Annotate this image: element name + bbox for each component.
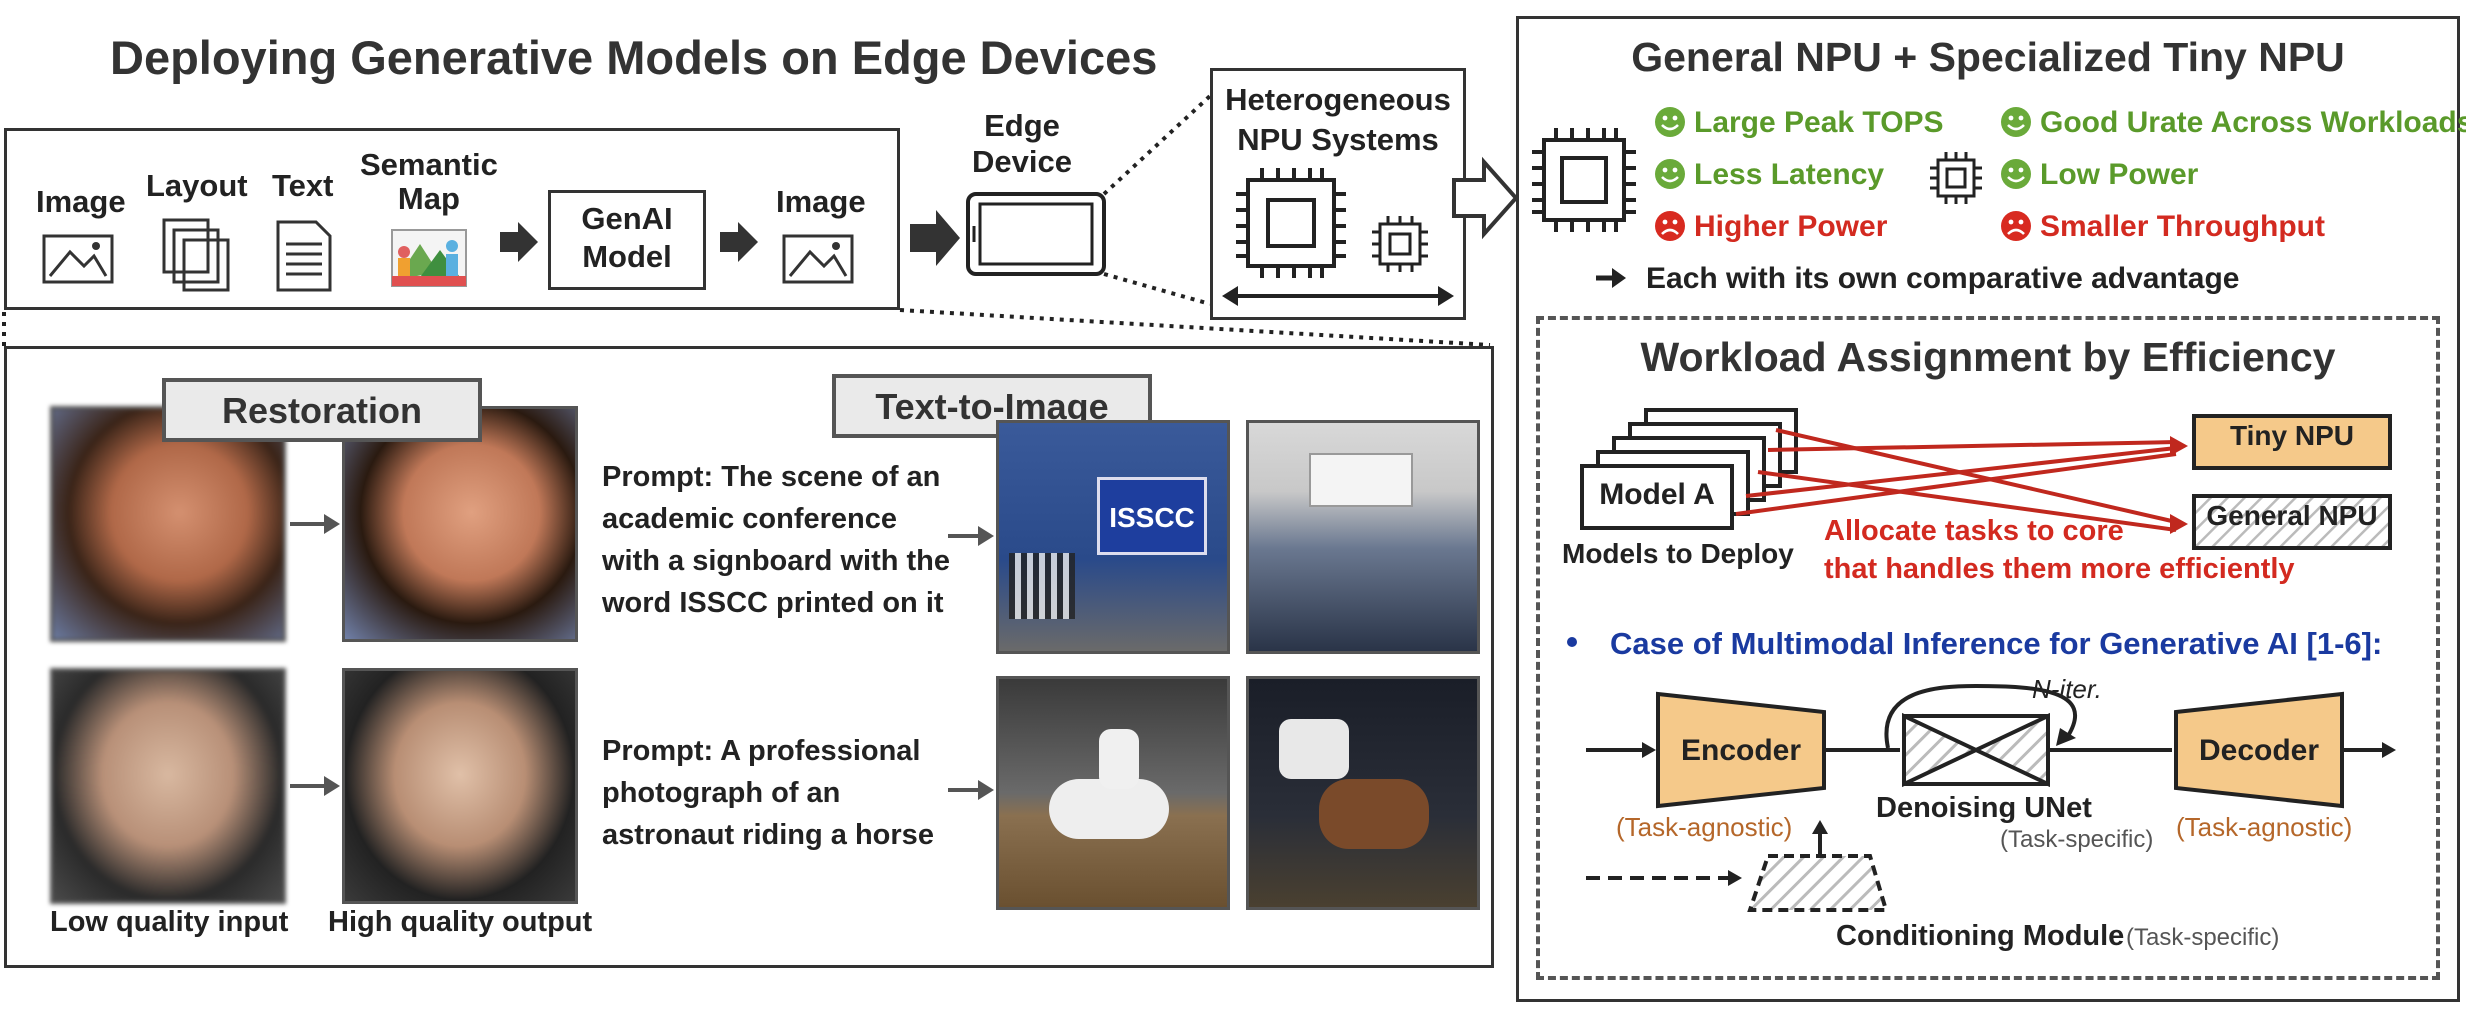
npu-chips-graphic <box>1222 168 1454 306</box>
input-text-label: Text <box>272 168 334 203</box>
tiny-pro-2: Low Power <box>2040 158 2199 191</box>
frown-icon <box>2001 211 2031 241</box>
general-pro-1: Large Peak TOPS <box>1694 106 1944 139</box>
tiny-npu-label: Tiny NPU <box>2230 420 2354 451</box>
conditioning-shape <box>1747 854 1889 912</box>
image-icon <box>42 234 114 284</box>
unet-label: Denoising UNet <box>1876 792 2092 824</box>
small-chip-icon <box>1372 216 1428 272</box>
restoration-title: Restoration <box>221 390 423 431</box>
tiny-con-1: Smaller Throughput <box>2040 210 2325 243</box>
smiley-icon <box>1655 159 1685 189</box>
restoration-title-tab <box>162 378 482 442</box>
iteration-loop <box>1884 683 2077 749</box>
arrow-to-model <box>500 222 538 262</box>
decoder-shape <box>2174 691 2344 809</box>
allocation-arrows <box>1735 428 2177 532</box>
face1-high-quality <box>342 406 578 642</box>
bullet <box>1567 637 1577 647</box>
unet-sub: (Task-specific) <box>2000 826 2154 853</box>
output-image-label: Image <box>776 184 866 219</box>
general-npu-label: General NPU <box>2206 500 2378 531</box>
smiley-icon <box>1655 107 1685 137</box>
edge-device-label: Edge Device <box>972 108 1072 179</box>
right-title: General NPU + Specialized Tiny NPU <box>1631 34 2345 80</box>
general-pro-2: Less Latency <box>1694 158 1885 191</box>
genai-model-label: GenAI Model <box>581 201 673 274</box>
input-image-label: Image <box>36 184 126 219</box>
generated-conference-image-1: ISSCC <box>996 420 1230 654</box>
layout-icon <box>162 218 230 292</box>
prompt2-text: Prompt: A professional photograph of an … <box>602 735 934 851</box>
big-chip-icon <box>1236 168 1346 278</box>
conditioning-sub: (Task-specific) <box>2126 924 2280 951</box>
encoder-shape <box>1656 691 1826 809</box>
output-image-icon <box>782 234 854 284</box>
workload-box <box>1536 316 2440 980</box>
genai-model-box <box>548 190 706 290</box>
encoder-label: Encoder <box>1680 734 1802 767</box>
isscc-sign-text: ISSCC <box>1109 502 1195 533</box>
restoration-arrows <box>290 514 340 796</box>
npu-comparison-icons <box>1452 107 2031 288</box>
input-layout-label: Layout <box>146 168 248 203</box>
brown-horse <box>1319 779 1429 849</box>
face1-low-quality <box>50 406 286 642</box>
qr-code <box>1009 553 1075 619</box>
outline-arrow <box>1452 156 1519 240</box>
models-caption: Models to Deploy <box>1562 538 1794 569</box>
text-document-icon <box>276 220 332 292</box>
iter-label: N-iter. <box>2032 674 2102 704</box>
double-arrow <box>1222 286 1454 306</box>
semantic-map-icon <box>391 229 467 287</box>
input-semantic-map-label: Semantic Map <box>360 147 498 216</box>
decoder-sub: (Task-agnostic) <box>2176 812 2353 842</box>
smiley-icon <box>2001 107 2031 137</box>
encoder-sub: (Task-agnostic) <box>1616 812 1793 842</box>
workload-title: Workload Assignment by Efficiency <box>1640 334 2336 380</box>
smiley-icon <box>2001 159 2031 189</box>
pipeline-graphics <box>2 94 1491 347</box>
general-con-1: Higher Power <box>1694 210 1888 243</box>
face2-low-quality <box>50 668 286 904</box>
generated-astronaut-image-1 <box>996 676 1230 910</box>
allocate-note: Allocate tasks to core that handles them… <box>1824 515 2295 585</box>
npu-systems-label: Heterogeneous NPU Systems <box>1225 82 1451 157</box>
astronaut-figure-1 <box>1099 729 1139 789</box>
low-quality-label: Low quality input <box>50 906 289 938</box>
isscc-sign: ISSCC <box>1097 477 1207 555</box>
face2-high-quality <box>342 668 578 904</box>
case-title: Case of Multimodal Inference for Generat… <box>1610 626 2383 661</box>
left-title: Deploying Generative Models on Edge Devi… <box>110 31 1158 84</box>
edge-device-icon <box>966 192 1106 276</box>
decoder-label: Decoder <box>2198 734 2320 767</box>
tiny-pro-1: Good Urate Across Workloads <box>2040 106 2466 139</box>
arrow-to-output <box>720 222 758 262</box>
frown-icon <box>1655 211 1685 241</box>
generated-astronaut-image-2 <box>1246 676 1480 910</box>
astronaut-figure-2 <box>1279 719 1349 779</box>
workload-graphics <box>1567 408 2396 912</box>
conference-screen <box>1309 453 1413 507</box>
general-npu-chip-icon <box>1532 128 1636 232</box>
tiny-npu-chip-icon <box>1930 152 1982 204</box>
model-stack <box>1580 408 1798 530</box>
model-a-label: Model A <box>1599 478 1715 511</box>
prompt1-text: Prompt: The scene of an academic confere… <box>602 461 950 619</box>
conditioning-label: Conditioning Module <box>1836 920 2125 952</box>
prompt-arrows <box>948 526 994 800</box>
advantage-note: Each with its own comparative advantage <box>1646 262 2240 295</box>
unet-shape <box>1902 712 2050 788</box>
generated-conference-image-2 <box>1246 420 1480 654</box>
high-quality-label: High quality output <box>328 906 593 938</box>
white-horse <box>1049 779 1169 839</box>
arrow-to-edge-device <box>910 210 960 266</box>
right-arrow-icon <box>1596 268 1626 288</box>
